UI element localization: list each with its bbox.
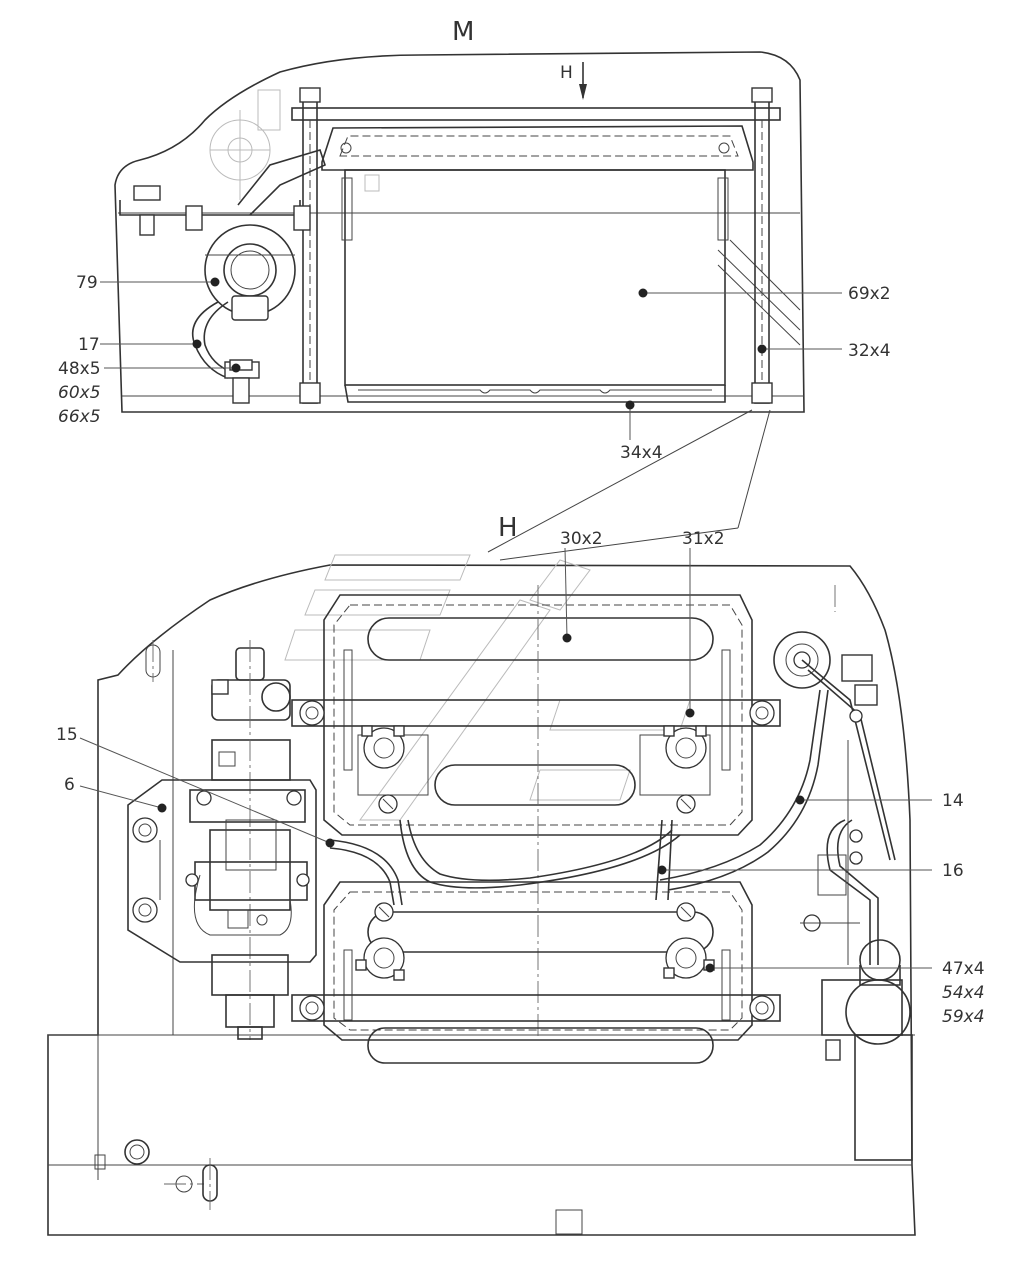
view-arrow-label: H: [560, 63, 573, 83]
view-h-label: H: [498, 513, 518, 543]
callout-16: 16: [942, 861, 964, 881]
callout-54x4: 54x4: [942, 983, 985, 1003]
callout-31x2: 31x2: [682, 529, 725, 549]
nut-left-top: [299, 87, 321, 103]
callout-30x2: 30x2: [560, 529, 603, 549]
callout-34x4: 34x4: [620, 443, 663, 463]
callout-59x4: 59x4: [942, 1007, 985, 1027]
tie-rod-left: [302, 97, 318, 404]
callout-15: 15: [56, 725, 78, 745]
callout-66x5: 66x5: [58, 407, 101, 427]
callout-79: 79: [76, 273, 98, 293]
callout-6: 6: [64, 775, 75, 795]
callout-32x4: 32x4: [848, 341, 891, 361]
battery-body: [344, 169, 726, 386]
callouts-section: 30x2 31x2 15 6 14 16 47x4 54x4 59x4: [56, 529, 985, 1027]
cable-15: [329, 839, 403, 906]
top-clamp-bar: [291, 107, 781, 121]
callout-60x5: 60x5: [58, 383, 101, 403]
callout-47x4: 47x4: [942, 959, 985, 979]
battery-lower: [323, 881, 753, 1041]
projection-lines: [487, 409, 771, 561]
cable-14: [659, 689, 821, 881]
callout-69x2: 69x2: [848, 284, 891, 304]
terminal-lower-left: [355, 902, 405, 981]
left-side-assembly: [127, 640, 317, 1040]
bracket-plate-6: [127, 779, 317, 963]
callout-48x5: 48x5: [58, 359, 101, 379]
view-m: M: [114, 17, 805, 413]
tie-rod-right: [754, 97, 770, 404]
clamp-bar-upper: [291, 699, 781, 727]
view-h: H: [47, 513, 916, 1236]
housing-outline-h: [47, 564, 916, 1236]
battery-upper: [323, 594, 753, 836]
housing-outline-m: [114, 51, 805, 413]
callout-17: 17: [78, 335, 100, 355]
battery-clamp-frame: [321, 125, 754, 171]
callouts-top: 79 17 48x5 60x5 66x5 69x2 32x4 34x4: [58, 273, 891, 463]
cable-16: [399, 819, 681, 889]
clamp-bar-lower: [291, 994, 781, 1022]
faint-background-parts: [209, 89, 380, 200]
terminal-upper-left: [361, 725, 405, 814]
terminal-upper-right: [663, 725, 707, 814]
callout-14: 14: [942, 791, 964, 811]
right-side-assembly: [773, 631, 913, 1161]
view-m-label: M: [452, 17, 474, 47]
nut-right-top: [751, 87, 773, 103]
